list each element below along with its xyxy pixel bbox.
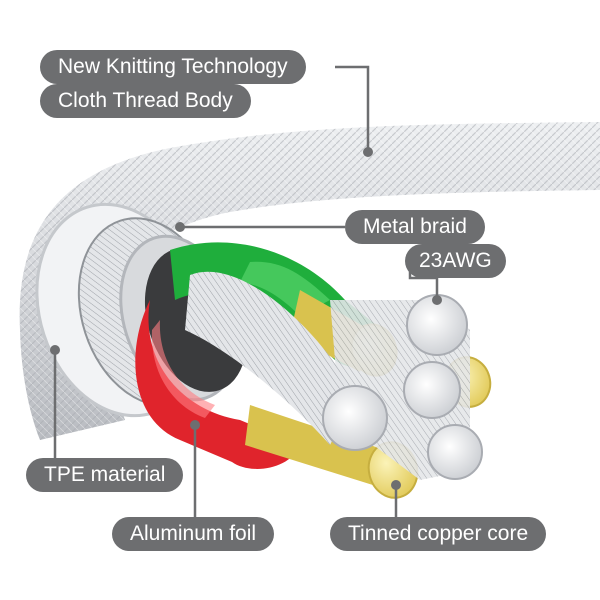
strand-bundle-ends (322, 294, 483, 480)
callout-knitting: New Knitting Technology (40, 50, 306, 84)
leader-lines (53, 65, 439, 520)
callout-metal-braid: Metal braid (345, 210, 485, 244)
callout-cloth: Cloth Thread Body (40, 84, 251, 118)
callout-tpe: TPE material (26, 458, 184, 492)
callout-aluminum: Aluminum foil (112, 517, 275, 551)
leader-dots (50, 147, 442, 490)
copper-rod-red (245, 405, 395, 492)
strand-bundle-main (185, 271, 355, 445)
callout-copper: Tinned copper core (330, 517, 547, 551)
callout-awg: 23AWG (405, 244, 506, 278)
red-insulation (135, 300, 300, 469)
